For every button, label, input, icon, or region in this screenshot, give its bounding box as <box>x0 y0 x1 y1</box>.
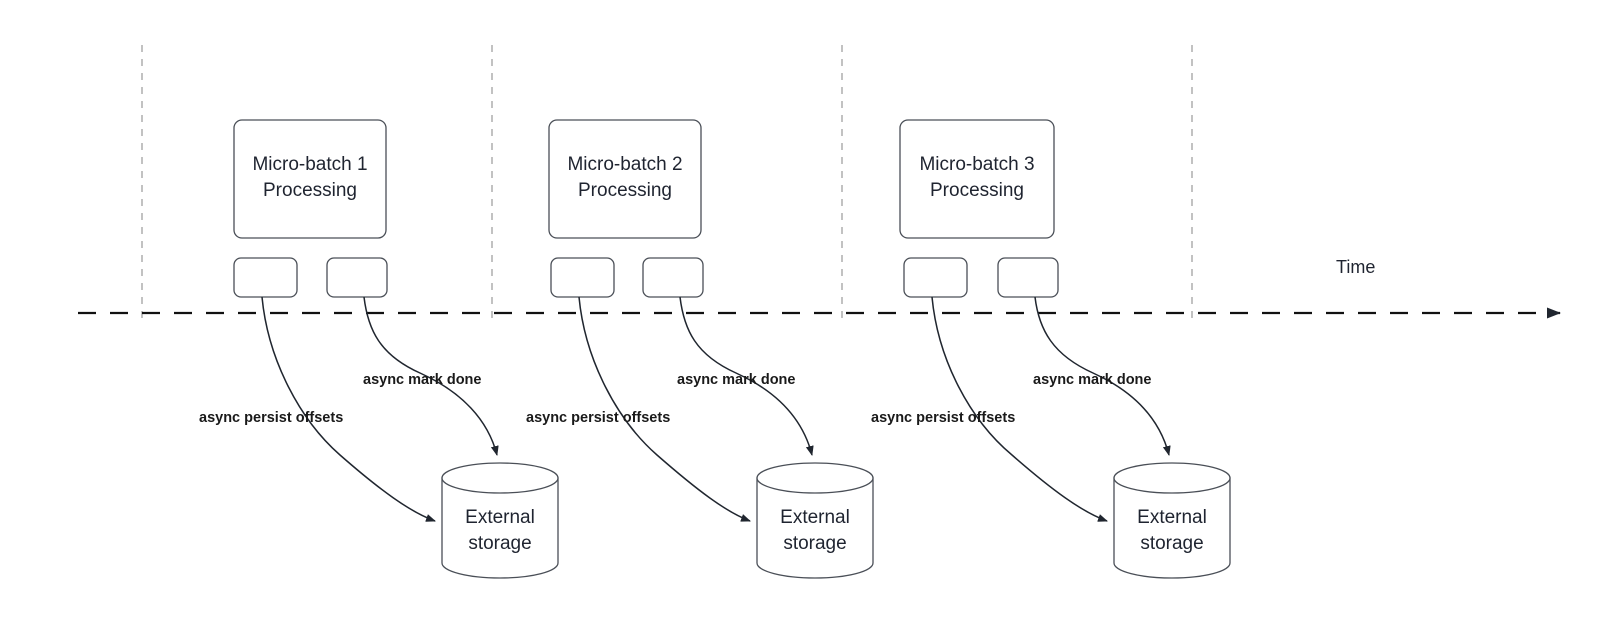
mark-done-label-1: async mark done <box>363 372 482 388</box>
mark-done-arrow-2 <box>679 296 814 456</box>
mark-done-arrow-1 <box>363 296 499 456</box>
task-box-3-b[interactable] <box>997 257 1059 298</box>
external-storage-cylinder-2[interactable] <box>756 462 874 579</box>
external-storage-cylinder-3[interactable] <box>1113 462 1231 579</box>
mark-done-label-3: async mark done <box>1033 372 1152 388</box>
external-storage-cylinder-1[interactable] <box>441 462 559 579</box>
mark-done-label-2: async mark done <box>677 372 796 388</box>
task-box-1-a[interactable] <box>233 257 298 298</box>
persist-offsets-label-3: async persist offsets <box>871 410 1016 426</box>
guide-lines <box>141 45 1193 320</box>
persist-offsets-arrow-2 <box>578 296 751 522</box>
task-box-2-b[interactable] <box>642 257 704 298</box>
micro-batch-box-1[interactable] <box>233 119 387 239</box>
persist-offsets-label-2: async persist offsets <box>526 410 671 426</box>
persist-offsets-arrow-1 <box>261 296 436 522</box>
group-3-shapes <box>899 119 1231 579</box>
task-box-1-b[interactable] <box>326 257 388 298</box>
task-box-2-a[interactable] <box>550 257 615 298</box>
micro-batch-box-2[interactable] <box>548 119 702 239</box>
time-axis-label: Time <box>1336 257 1376 277</box>
group-1-shapes <box>233 119 559 579</box>
mark-done-arrow-3 <box>1034 296 1171 456</box>
group-2-shapes <box>548 119 874 579</box>
persist-offsets-arrow-3 <box>931 296 1108 522</box>
micro-batch-box-3[interactable] <box>899 119 1055 239</box>
persist-offsets-label-1: async persist offsets <box>199 410 344 426</box>
task-box-3-a[interactable] <box>903 257 968 298</box>
